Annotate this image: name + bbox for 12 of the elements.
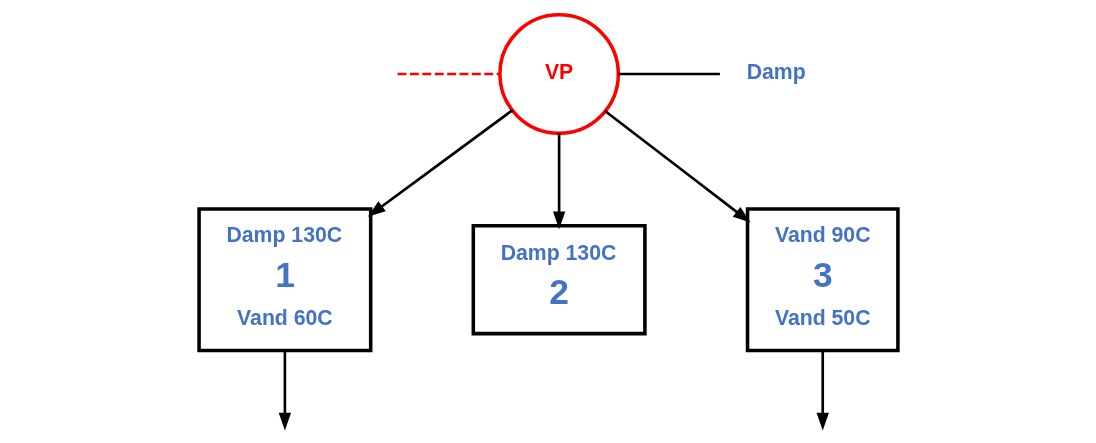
arrow <box>552 133 565 230</box>
arrow <box>816 350 829 431</box>
node-box: Vand 90C 3 Vand 50C <box>745 207 900 353</box>
node-text: Damp <box>746 59 806 83</box>
arrow <box>367 109 513 217</box>
node-circle: VP <box>497 13 620 135</box>
connector <box>618 72 720 76</box>
arrow <box>603 109 751 223</box>
connector <box>397 72 500 76</box>
node-box: Damp 130C 1 Vand 60C <box>196 207 372 353</box>
arrow <box>278 350 291 431</box>
node-box: Damp 130C 2 <box>471 223 647 336</box>
